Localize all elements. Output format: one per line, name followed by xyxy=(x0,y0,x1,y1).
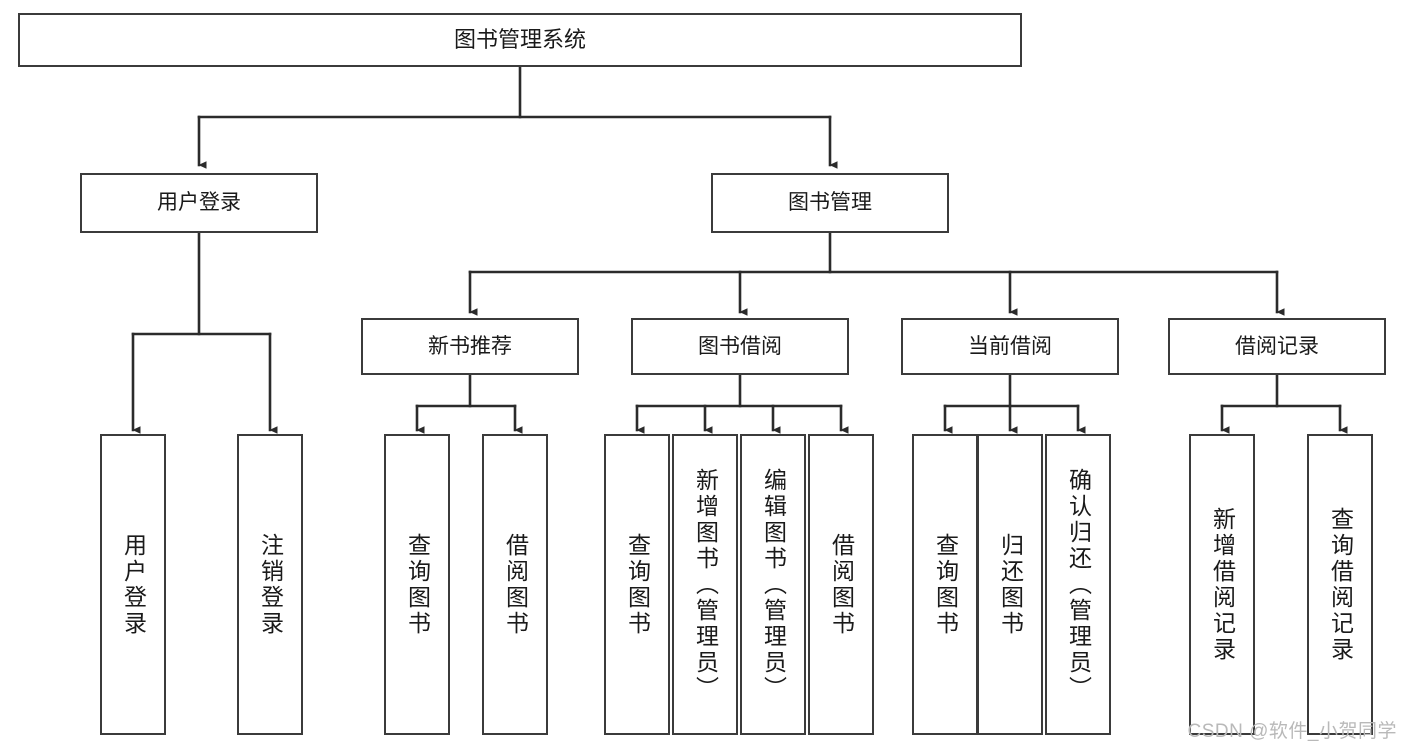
node-book-management[interactable]: 图书管理 xyxy=(711,173,949,233)
node-new-book-recommend[interactable]: 新书推荐 xyxy=(361,318,579,375)
node-borrow-record[interactable]: 借阅记录 xyxy=(1168,318,1386,375)
node-label: 归还图书 xyxy=(997,532,1024,637)
node-leaf-borrow-borrow-book[interactable]: 借阅图书 xyxy=(808,434,874,735)
node-label: 图书管理系统 xyxy=(453,26,586,52)
node-label: 编辑图书（管理员） xyxy=(760,467,787,702)
node-leaf-current-query-book[interactable]: 查询图书 xyxy=(912,434,978,735)
node-leaf-current-confirm-return[interactable]: 确认归还（管理员） xyxy=(1045,434,1111,735)
node-label: 查询图书 xyxy=(624,532,651,637)
node-leaf-new-book-borrow[interactable]: 借阅图书 xyxy=(482,434,548,735)
node-current-borrow[interactable]: 当前借阅 xyxy=(901,318,1119,375)
node-label: 查询借阅记录 xyxy=(1327,506,1354,663)
node-leaf-borrow-add-book[interactable]: 新增图书（管理员） xyxy=(672,434,738,735)
node-leaf-borrow-query-book[interactable]: 查询图书 xyxy=(604,434,670,735)
node-label: 注销登录 xyxy=(257,532,284,637)
node-label: 图书借阅 xyxy=(698,334,782,358)
node-label: 借阅记录 xyxy=(1235,334,1319,358)
node-label: 查询图书 xyxy=(404,532,431,637)
node-leaf-current-return-book[interactable]: 归还图书 xyxy=(977,434,1043,735)
node-label: 确认归还（管理员） xyxy=(1065,467,1092,702)
node-label: 图书管理 xyxy=(788,191,872,215)
node-leaf-record-add[interactable]: 新增借阅记录 xyxy=(1189,434,1255,735)
node-root-system[interactable]: 图书管理系统 xyxy=(18,13,1022,67)
node-label: 新书推荐 xyxy=(428,334,512,358)
node-label: 新增借阅记录 xyxy=(1209,506,1236,663)
node-user-login[interactable]: 用户登录 xyxy=(80,173,318,233)
node-book-borrow[interactable]: 图书借阅 xyxy=(631,318,849,375)
node-leaf-new-book-query[interactable]: 查询图书 xyxy=(384,434,450,735)
node-leaf-user-login-login[interactable]: 用户登录 xyxy=(100,434,166,735)
node-leaf-borrow-edit-book[interactable]: 编辑图书（管理员） xyxy=(740,434,806,735)
node-leaf-record-query[interactable]: 查询借阅记录 xyxy=(1307,434,1373,735)
node-label: 借阅图书 xyxy=(828,532,855,637)
node-label: 查询图书 xyxy=(932,532,959,637)
node-label: 借阅图书 xyxy=(502,532,529,637)
node-leaf-user-login-logout[interactable]: 注销登录 xyxy=(237,434,303,735)
node-label: 用户登录 xyxy=(157,191,241,215)
watermark-text: CSDN @软件_小贺同学 xyxy=(1187,721,1397,742)
node-label: 当前借阅 xyxy=(968,334,1052,358)
node-label: 用户登录 xyxy=(120,532,147,637)
node-label: 新增图书（管理员） xyxy=(692,467,719,702)
